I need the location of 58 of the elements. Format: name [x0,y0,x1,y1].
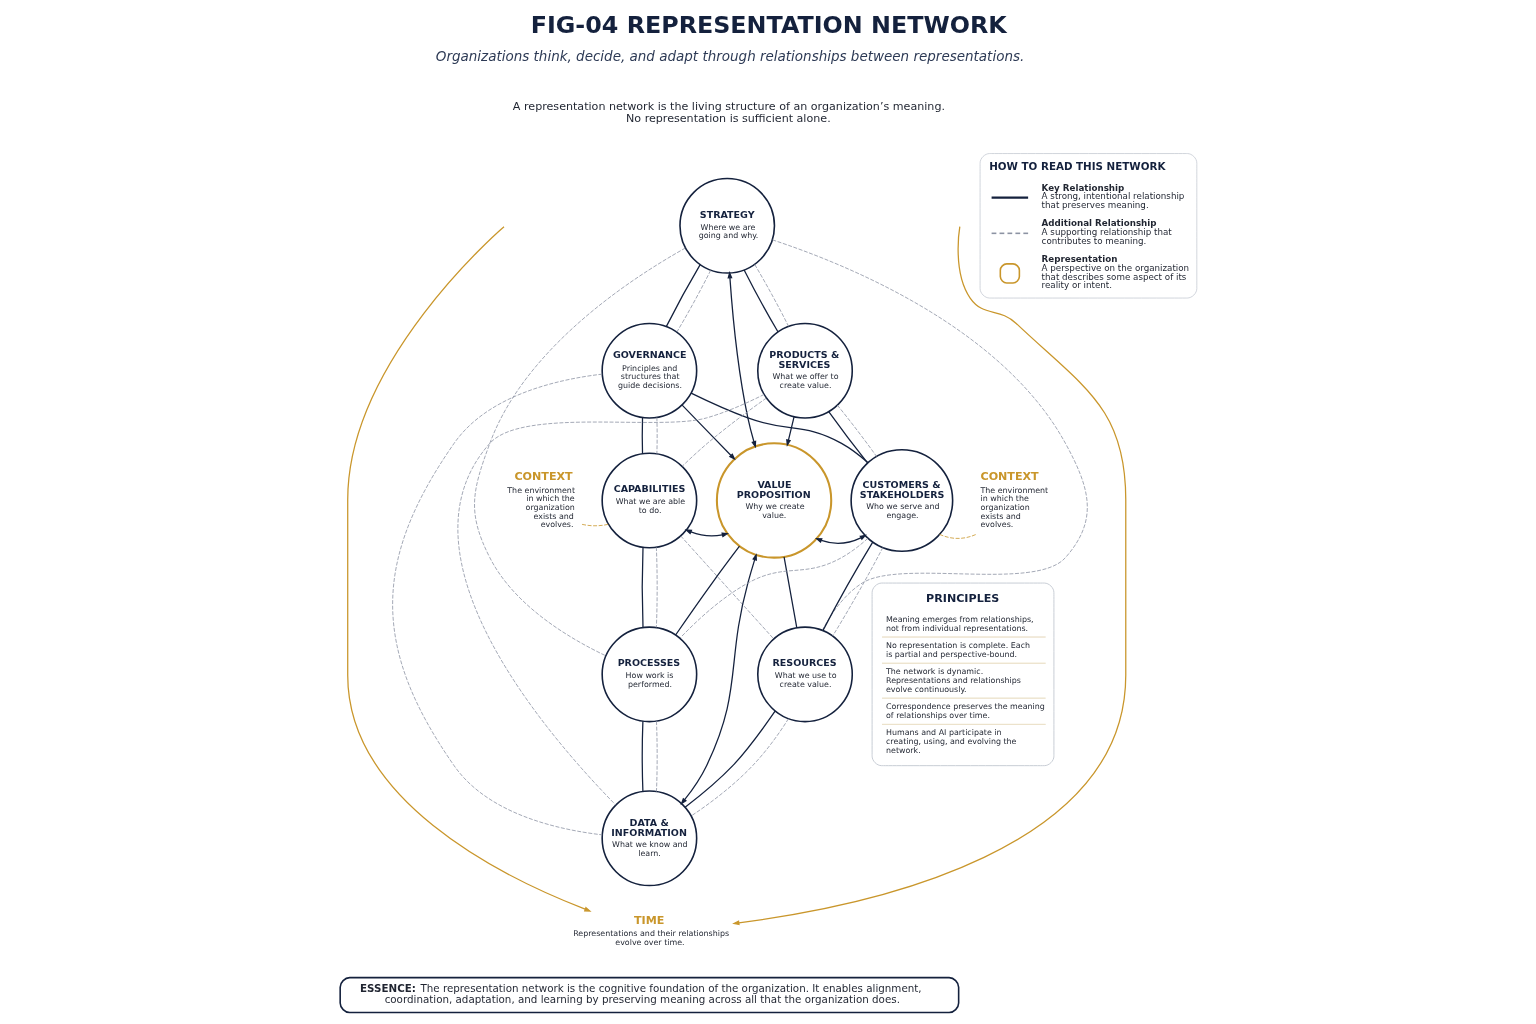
connector [684,710,776,808]
arrow [726,271,756,449]
connector [836,404,877,457]
diagram-title: FIG-04 REPRESENTATION NETWORK [530,10,1007,39]
node-circle: CAPABILITIES What we are able to do. [600,452,697,549]
connector [457,394,764,806]
node-circle: CUSTOMERS & STAKEHOLDERS Who we serve and engage. [849,448,953,553]
connector [782,556,797,629]
node-circle: RESOURCES What we use to create value. [756,626,853,723]
legend-label: Key Relationship [1041,182,1124,193]
connector [831,547,883,637]
connector [641,720,644,792]
connector [655,417,658,455]
arrow [814,534,867,544]
connector [743,269,779,333]
connector [473,247,686,657]
connector [679,538,868,639]
arrow [681,404,736,461]
connector [771,239,1088,631]
label: HOW TO READ THIS NETWORK [988,159,1165,172]
connector [391,373,603,836]
connector [679,535,774,640]
connector [821,541,873,632]
connector [674,545,740,636]
node-circle: DATA & INFORMATION What we know and learn. [600,790,697,887]
connector [938,533,977,539]
node-circle: PRODUCTS & SERVICES What we offer to create value. [756,322,853,419]
label: A perspective on the organization that describes some aspect of its reality or intent. [1041,262,1189,291]
legend-label: Additional Relationship [1041,218,1157,229]
connector [655,720,658,792]
connector [690,718,789,817]
connector [655,546,658,628]
node-circle: PROCESSES How work is performed. [600,626,697,723]
label: Organizations think, decide, and adapt through relationships between representations. [435,47,1024,64]
label: A representation network is the living structure of an organization’s meaning. No representation is sufficient alone. [512,100,945,125]
connector [690,392,868,464]
arrow [346,226,592,912]
arrow [679,553,757,805]
label: A supporting relationship that contributes to meaning. [1041,227,1172,246]
node-circle: GOVERNANCE Principles and structures that guide decisions. [600,322,697,419]
arrow [731,226,1126,926]
connector [665,263,701,327]
connector [641,546,644,628]
connector [581,523,609,527]
node-box: PRINCIPLES Meaning emerges from relationships, not from individual representations. No representation is complete. Each is partial and perspective-bound. The network is dynamic. Representations and relationships evolve continuously. Correspondence preserves the meaning of relationships over time. Humans and AI participate in creating, using, and evolving the network. [871,582,1054,767]
arrow [684,529,729,538]
node-text: TIME Representations and their relationships evolve over time. [572,913,729,948]
node-box: ESSENCE: The representation network is the cognitive foundation of the organization. It enables alignment, coordination, adaptation, and learning by preserving meaning across all that the organization does. [338,976,959,1014]
connector [681,397,767,467]
legend-label: Representation [1041,254,1117,265]
node-circle: STRATEGY Where we are going and why. [678,177,775,274]
connector [827,411,868,464]
arrow [785,416,795,447]
node-text: CONTEXT The environment in which the organization exists and evolves. [979,470,1048,530]
connector [641,417,643,455]
node-text: CONTEXT The environment in which the organization exists and evolves. [506,470,575,530]
connector [753,264,789,327]
connector [676,269,711,333]
